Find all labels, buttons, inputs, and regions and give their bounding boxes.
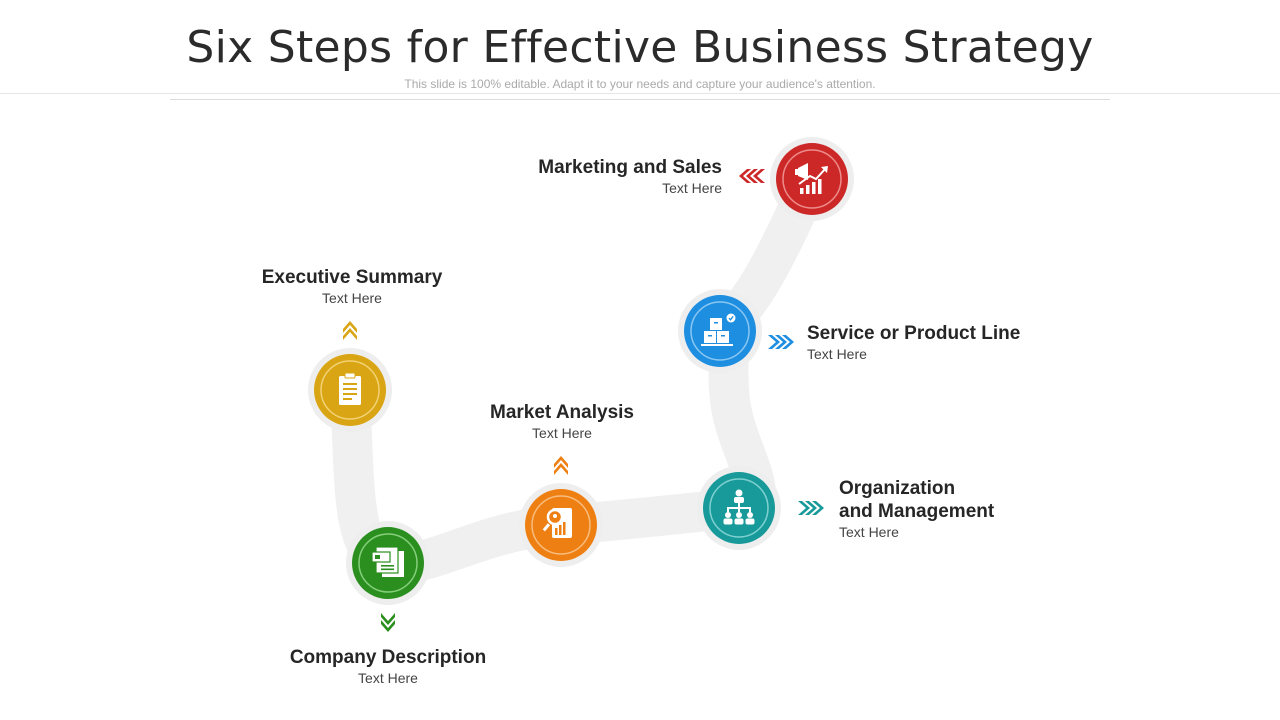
slide-title: Six Steps for Effective Business Strateg… <box>186 22 1094 73</box>
step-title: Service or Product Line <box>807 323 1021 344</box>
step-node-marketing-sales <box>770 137 854 221</box>
arrow-right-icon <box>798 501 824 515</box>
step-label-service-product-line: Service or Product Line Text Here <box>807 322 1087 364</box>
arrow-up-icon <box>554 456 568 475</box>
step-description: Text Here <box>358 670 418 686</box>
step-title: Market Analysis <box>490 402 634 423</box>
arrow-up-icon <box>343 321 357 340</box>
subtitle-divider <box>170 99 1110 100</box>
step-title: Organization and Management <box>839 478 995 522</box>
step-node-executive-summary <box>308 348 392 432</box>
step-node-company-description <box>346 521 430 605</box>
step-label-marketing-sales: Marketing and Sales Text Here <box>442 156 722 198</box>
step-title: Company Description <box>289 647 487 668</box>
step-title: Executive Summary <box>261 267 443 288</box>
step-label-company-description: Company Description Text Here <box>248 646 528 688</box>
org-chart-icon <box>723 489 755 525</box>
step-node-organization-management <box>697 466 781 550</box>
step-label-executive-summary: Executive Summary Text Here <box>212 266 492 308</box>
step-label-market-analysis: Market Analysis Text Here <box>422 401 702 443</box>
step-description: Text Here <box>807 346 867 362</box>
title-divider <box>0 93 1280 94</box>
slide-subtitle: This slide is 100% editable. Adapt it to… <box>404 77 876 91</box>
files-icon <box>371 546 404 577</box>
arrow-right-icon <box>768 335 794 349</box>
document-icon <box>339 372 361 405</box>
megaphone-growth-icon <box>795 163 828 194</box>
step-description: Text Here <box>322 290 382 306</box>
step-description: Text Here <box>662 180 722 196</box>
step-node-service-product-line <box>678 289 762 373</box>
step-description: Text Here <box>532 425 592 441</box>
arrow-down-icon <box>381 613 395 632</box>
step-node-market-analysis <box>519 483 603 567</box>
step-label-organization-management: Organization and Management Text Here <box>839 477 1119 542</box>
arrow-left-icon <box>739 169 765 183</box>
product-boxes-icon <box>701 313 736 346</box>
step-title: Marketing and Sales <box>538 157 722 178</box>
step-description: Text Here <box>839 524 899 540</box>
magnifier-report-icon <box>542 508 572 538</box>
